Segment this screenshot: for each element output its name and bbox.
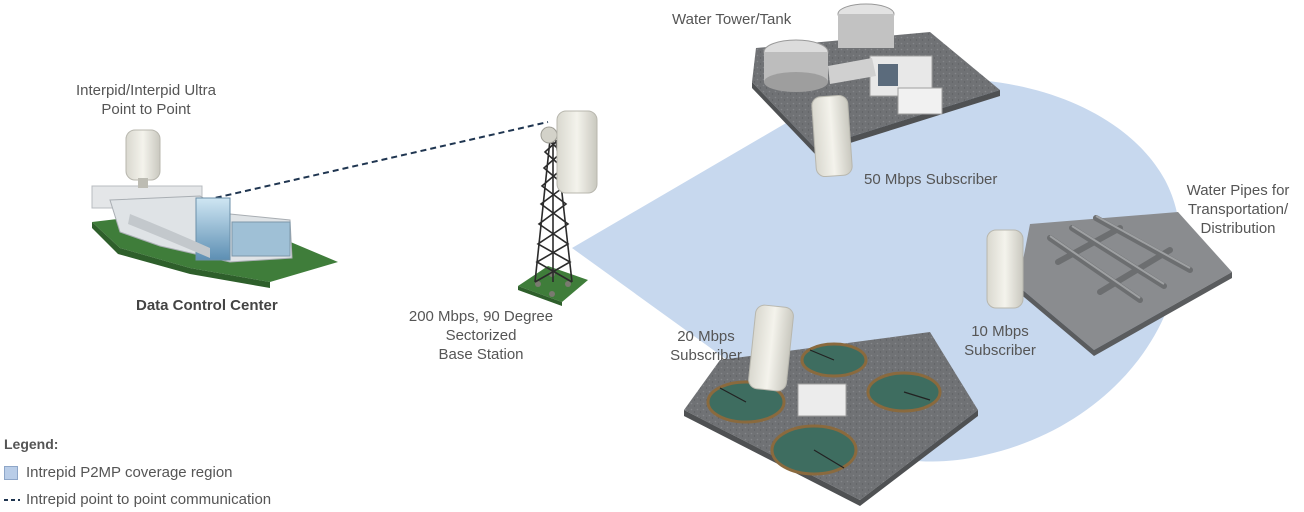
ptp-label: Interpid/Interpid Ultra Point to Point: [75, 82, 217, 118]
sector-antenna-icon: [556, 110, 598, 194]
data-center-label: Data Control Center: [136, 297, 278, 314]
legend-ptp: Intrepid point to point communication: [4, 491, 271, 508]
legend-title: Legend:: [4, 436, 59, 452]
sub20-radio-icon: [748, 304, 794, 392]
dashed-line-swatch-icon: [4, 498, 20, 501]
sub10-label: 10 Mbps Subscriber: [964, 323, 1036, 359]
ptp-link: [205, 121, 549, 201]
ptp-radio-icon: [125, 129, 161, 181]
treatment-site: [684, 304, 978, 506]
sub50-label: 50 Mbps Subscriber: [864, 171, 998, 188]
water-tower-label: Water Tower/Tank: [672, 11, 792, 28]
sub20-label: 20 Mbps Subscriber: [670, 328, 742, 364]
pipes-platform: [1018, 212, 1232, 350]
coverage-swatch-icon: [4, 465, 18, 480]
water-pipes-site: [986, 212, 1232, 356]
sub10-radio-icon: [986, 229, 1024, 309]
legend-coverage: Intrepid P2MP coverage region: [4, 464, 233, 481]
pipes-label: Water Pipes for Transportation/ Distribu…: [1186, 182, 1290, 237]
water-tower-site: [752, 3, 1000, 178]
sub50-radio-icon: [811, 94, 853, 178]
data-control-center: [91, 129, 338, 288]
base-station-tower: [518, 110, 598, 306]
base-station-label: 200 Mbps, 90 Degree Sectorized Base Stat…: [408, 308, 554, 363]
coverage-region: [572, 78, 1181, 462]
